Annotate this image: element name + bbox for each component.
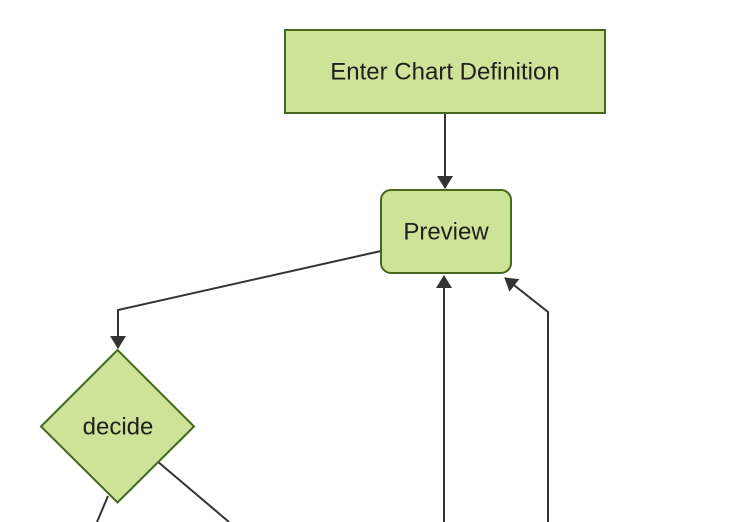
edge-preview-to-decide <box>110 250 382 349</box>
edge-decide-to-offscreen-right <box>156 460 230 522</box>
edge-offscreen-to-preview-corner <box>504 277 549 522</box>
node-preview <box>380 189 512 274</box>
edge-decide-to-offscreen-left <box>96 495 109 522</box>
node-enter-chart-definition <box>284 29 606 114</box>
node-preview-label: Preview <box>403 219 489 246</box>
node-decide <box>39 348 196 504</box>
node-decide-label: decide <box>83 414 154 441</box>
node-enter-chart-definition-label: Enter Chart Definition <box>330 59 559 86</box>
